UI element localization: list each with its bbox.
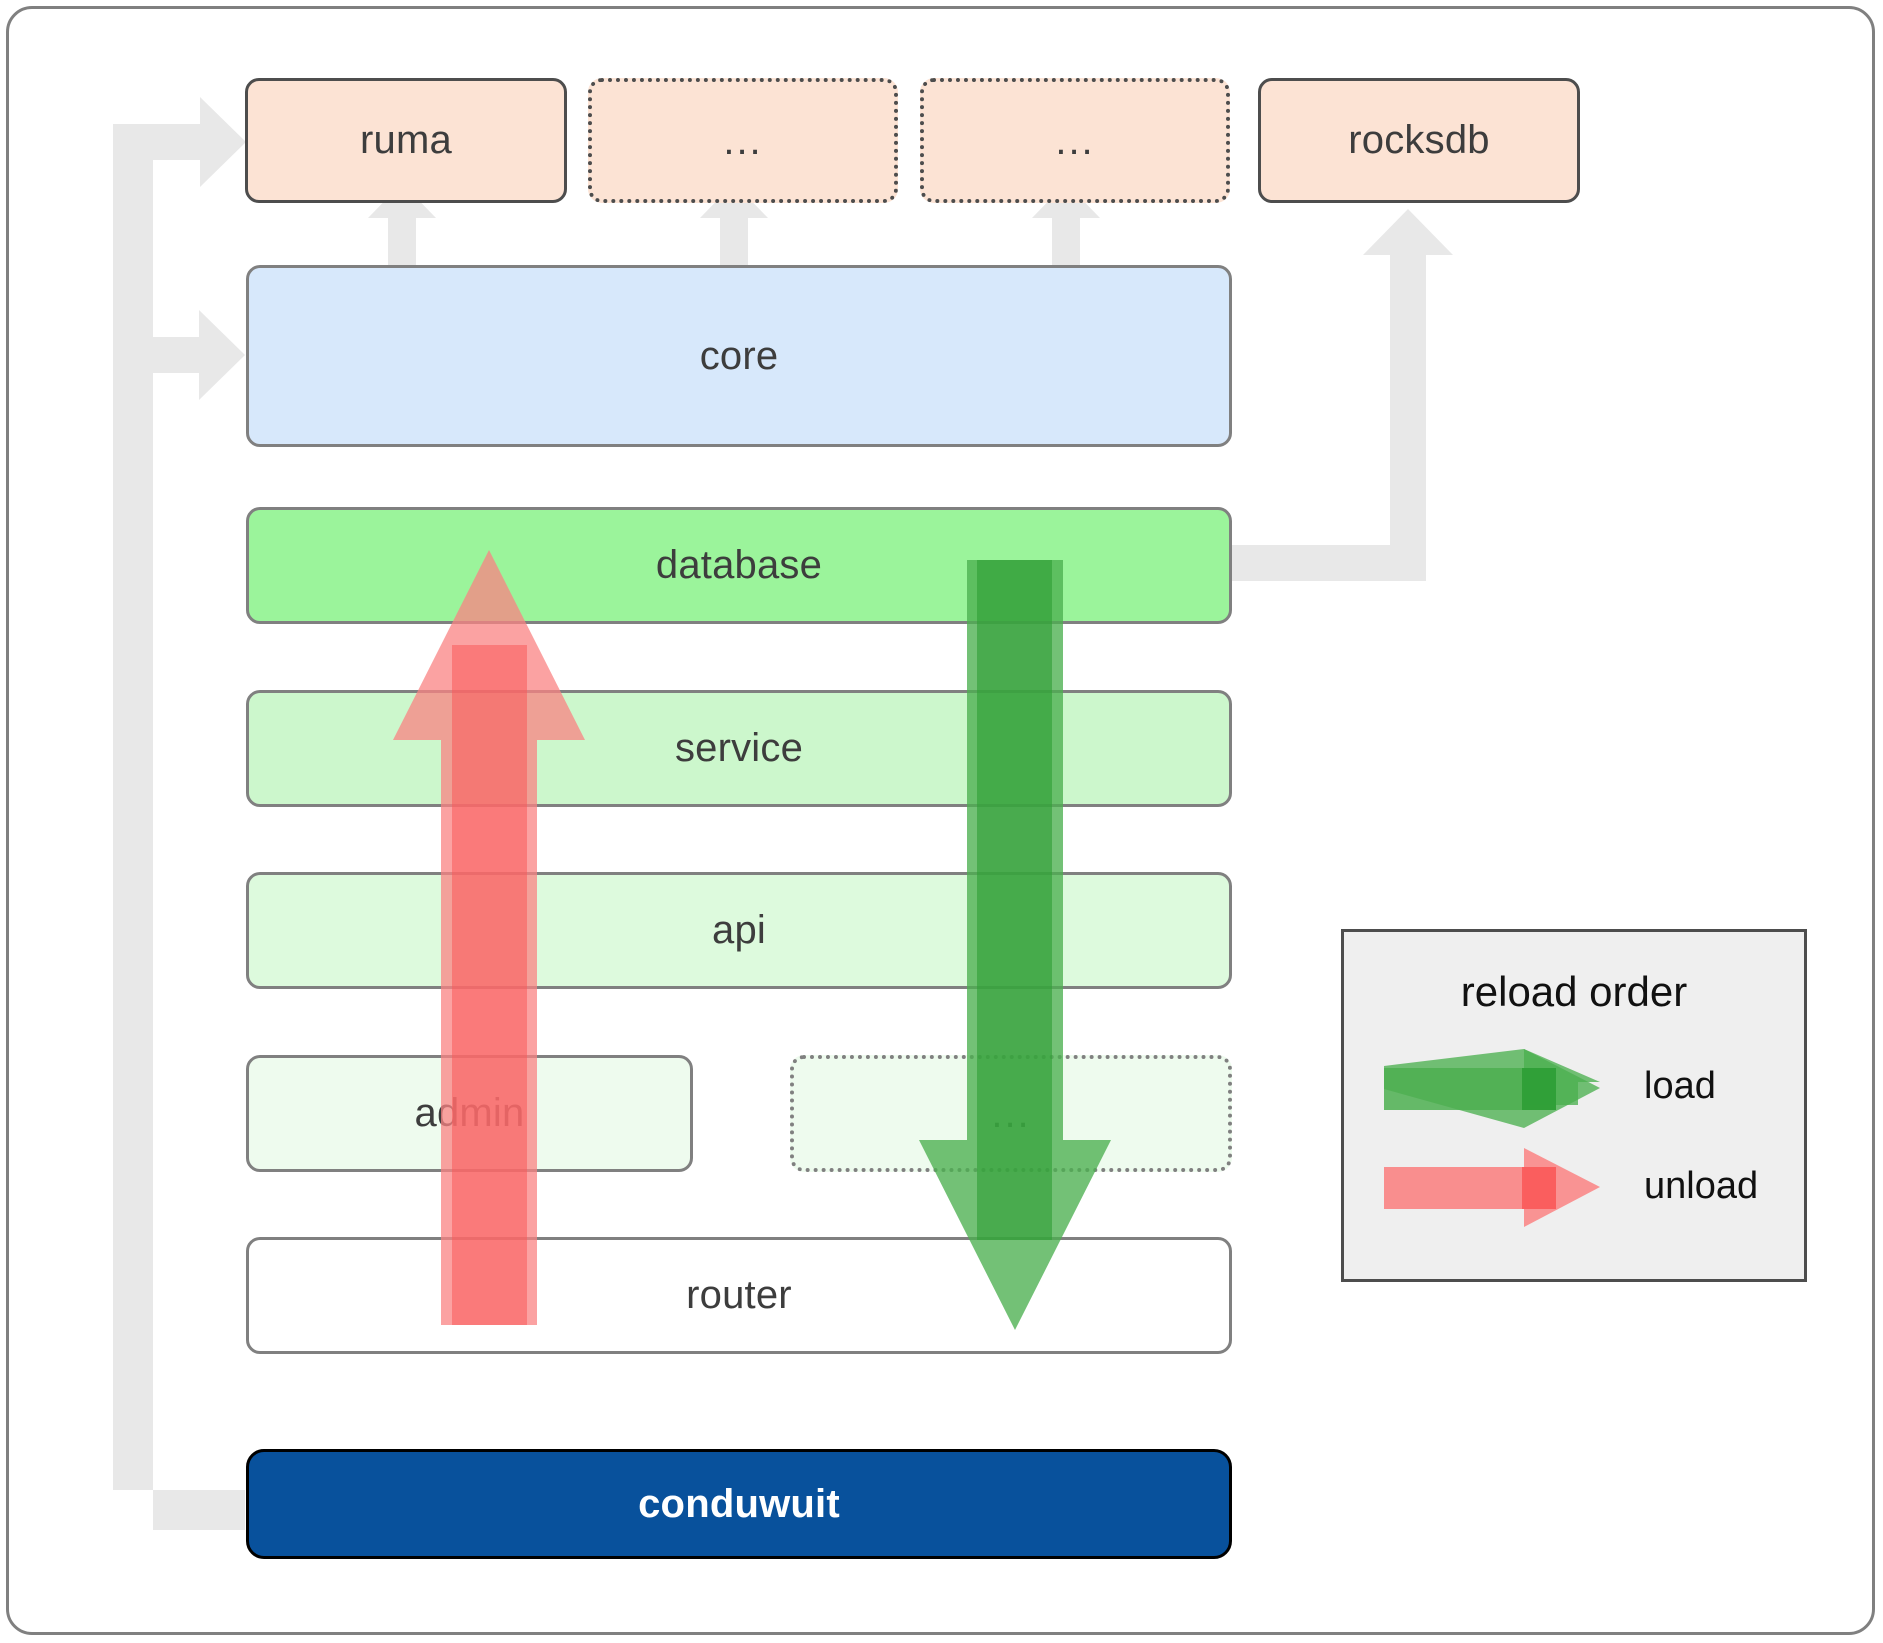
diagram-frame [6,6,1875,1635]
node-rocksdb-label: rocksdb [1348,118,1490,162]
node-core-label: core [699,333,779,378]
legend-panel: reload order load unload [1341,929,1807,1282]
node-admin[interactable]: admin [246,1055,693,1172]
node-layer-ellipsis-label: ... [991,1091,1031,1136]
node-rocksdb[interactable]: rocksdb [1258,78,1580,203]
node-router[interactable]: router [246,1237,1232,1354]
node-dep-ellipsis-1[interactable]: ... [588,78,898,203]
node-conduwuit-label: conduwuit [638,1481,840,1526]
node-dep-ellipsis-2[interactable]: ... [920,78,1230,203]
node-core[interactable]: core [246,265,1232,447]
node-ruma-label: ruma [360,118,452,162]
node-api-label: api [712,908,766,952]
node-dep-ellipsis-1-label: ... [723,118,763,163]
node-database-label: database [655,543,823,587]
legend-arrow-icons [1384,1049,1600,1227]
legend-unload-arrow-icon [1384,1148,1600,1227]
node-admin-label: admin [414,1091,525,1135]
node-conduwuit[interactable]: conduwuit [246,1449,1232,1559]
node-api[interactable]: api [246,872,1232,989]
node-router-label: router [686,1273,792,1317]
node-service[interactable]: service [246,690,1232,807]
legend-load-label: load [1644,1065,1716,1107]
legend-unload-label: unload [1644,1165,1759,1207]
legend-load-arrow-icon [1384,1049,1600,1128]
node-dep-ellipsis-2-label: ... [1055,118,1095,163]
node-database[interactable]: database [246,507,1232,624]
node-ruma[interactable]: ruma [245,78,567,203]
legend-title: reload order [1460,968,1688,1015]
node-service-label: service [674,726,804,770]
node-layer-ellipsis[interactable]: ... [790,1055,1232,1172]
